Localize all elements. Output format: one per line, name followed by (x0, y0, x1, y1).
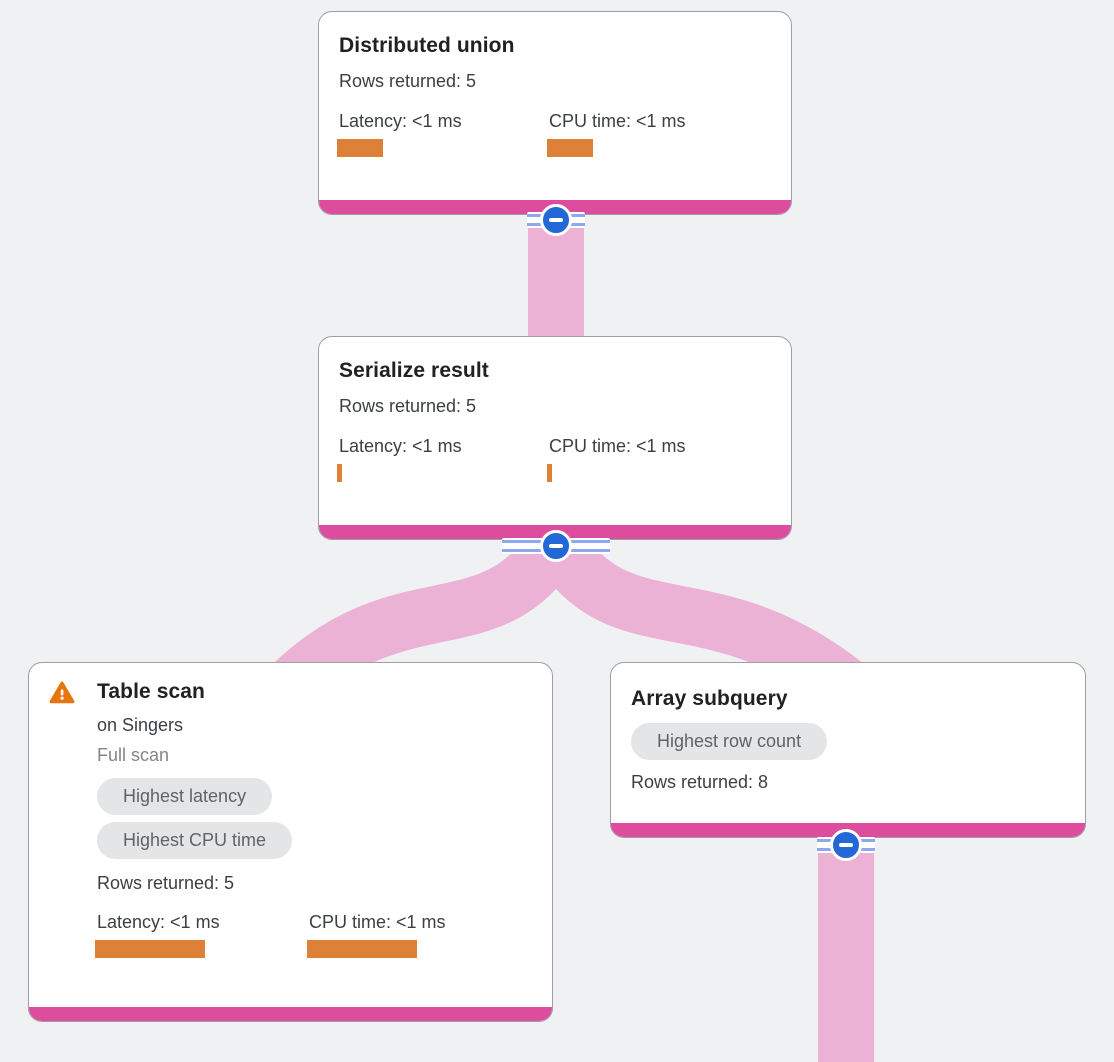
cpu-label: CPU time: <1 ms (309, 912, 446, 932)
rows-returned: Rows returned: 5 (339, 71, 477, 91)
node-title: Serialize result (339, 359, 489, 382)
scan-type-label: Full scan (97, 745, 170, 765)
cpu-label: CPU time: <1 ms (549, 111, 686, 131)
latency-stat: Latency: <1 ms (337, 436, 549, 482)
node-accent-bar (29, 1007, 552, 1021)
node-serialize-result[interactable]: Serialize result Rows returned: 5 Latenc… (318, 336, 792, 540)
latency-stat: Latency: <1 ms (95, 912, 309, 958)
node-title: Distributed union (339, 34, 515, 57)
node-table-scan[interactable]: Table scan on Singers Full scan Highest … (28, 662, 553, 1022)
collapse-minus-icon[interactable] (540, 530, 572, 562)
rows-returned: Rows returned: 5 (97, 873, 235, 893)
badge-list: Highest latency Highest CPU time (97, 778, 532, 866)
band-serialize-to-array-subquery (516, 502, 887, 727)
cpu-label: CPU time: <1 ms (549, 436, 686, 456)
cpu-stat: CPU time: <1 ms (547, 436, 759, 482)
collapse-minus-icon[interactable] (830, 829, 862, 861)
band-array-subquery-child (818, 830, 874, 1062)
rows-returned: Rows returned: 5 (339, 396, 477, 416)
node-title: Array subquery (631, 687, 788, 710)
collapse-button-serialize-result[interactable] (502, 530, 610, 562)
latency-label: Latency: <1 ms (339, 436, 462, 456)
latency-label: Latency: <1 ms (97, 912, 220, 932)
stats-row: Latency: <1 ms CPU time: <1 ms (95, 912, 532, 958)
collapse-button-distributed-union[interactable] (527, 204, 585, 236)
node-subtitle: on Singers (97, 715, 184, 735)
badge-list: Highest row count (631, 723, 1065, 767)
stats-row: Latency: <1 ms CPU time: <1 ms (337, 111, 771, 157)
cpu-bar (547, 139, 593, 157)
node-title: Table scan (97, 680, 205, 703)
badge-highest-row-count: Highest row count (631, 723, 828, 760)
latency-bar (337, 464, 342, 482)
node-array-subquery[interactable]: Array subquery Highest row count Rows re… (610, 662, 1086, 838)
band-serialize-to-table-scan (250, 502, 596, 727)
latency-bar (337, 139, 383, 157)
rows-returned: Rows returned: 8 (631, 772, 769, 792)
cpu-bar (307, 940, 417, 958)
collapse-button-array-subquery[interactable] (817, 829, 875, 861)
stats-row: Latency: <1 ms CPU time: <1 ms (337, 436, 771, 482)
cpu-stat: CPU time: <1 ms (547, 111, 759, 157)
collapse-minus-icon[interactable] (540, 204, 572, 236)
warning-triangle-icon (49, 680, 75, 706)
badge-highest-cpu-time: Highest CPU time (97, 822, 293, 859)
cpu-bar (547, 464, 552, 482)
latency-stat: Latency: <1 ms (337, 111, 549, 157)
latency-bar (95, 940, 205, 958)
node-distributed-union[interactable]: Distributed union Rows returned: 5 Laten… (318, 11, 792, 215)
latency-label: Latency: <1 ms (339, 111, 462, 131)
cpu-stat: CPU time: <1 ms (307, 912, 521, 958)
badge-highest-latency: Highest latency (97, 778, 273, 815)
